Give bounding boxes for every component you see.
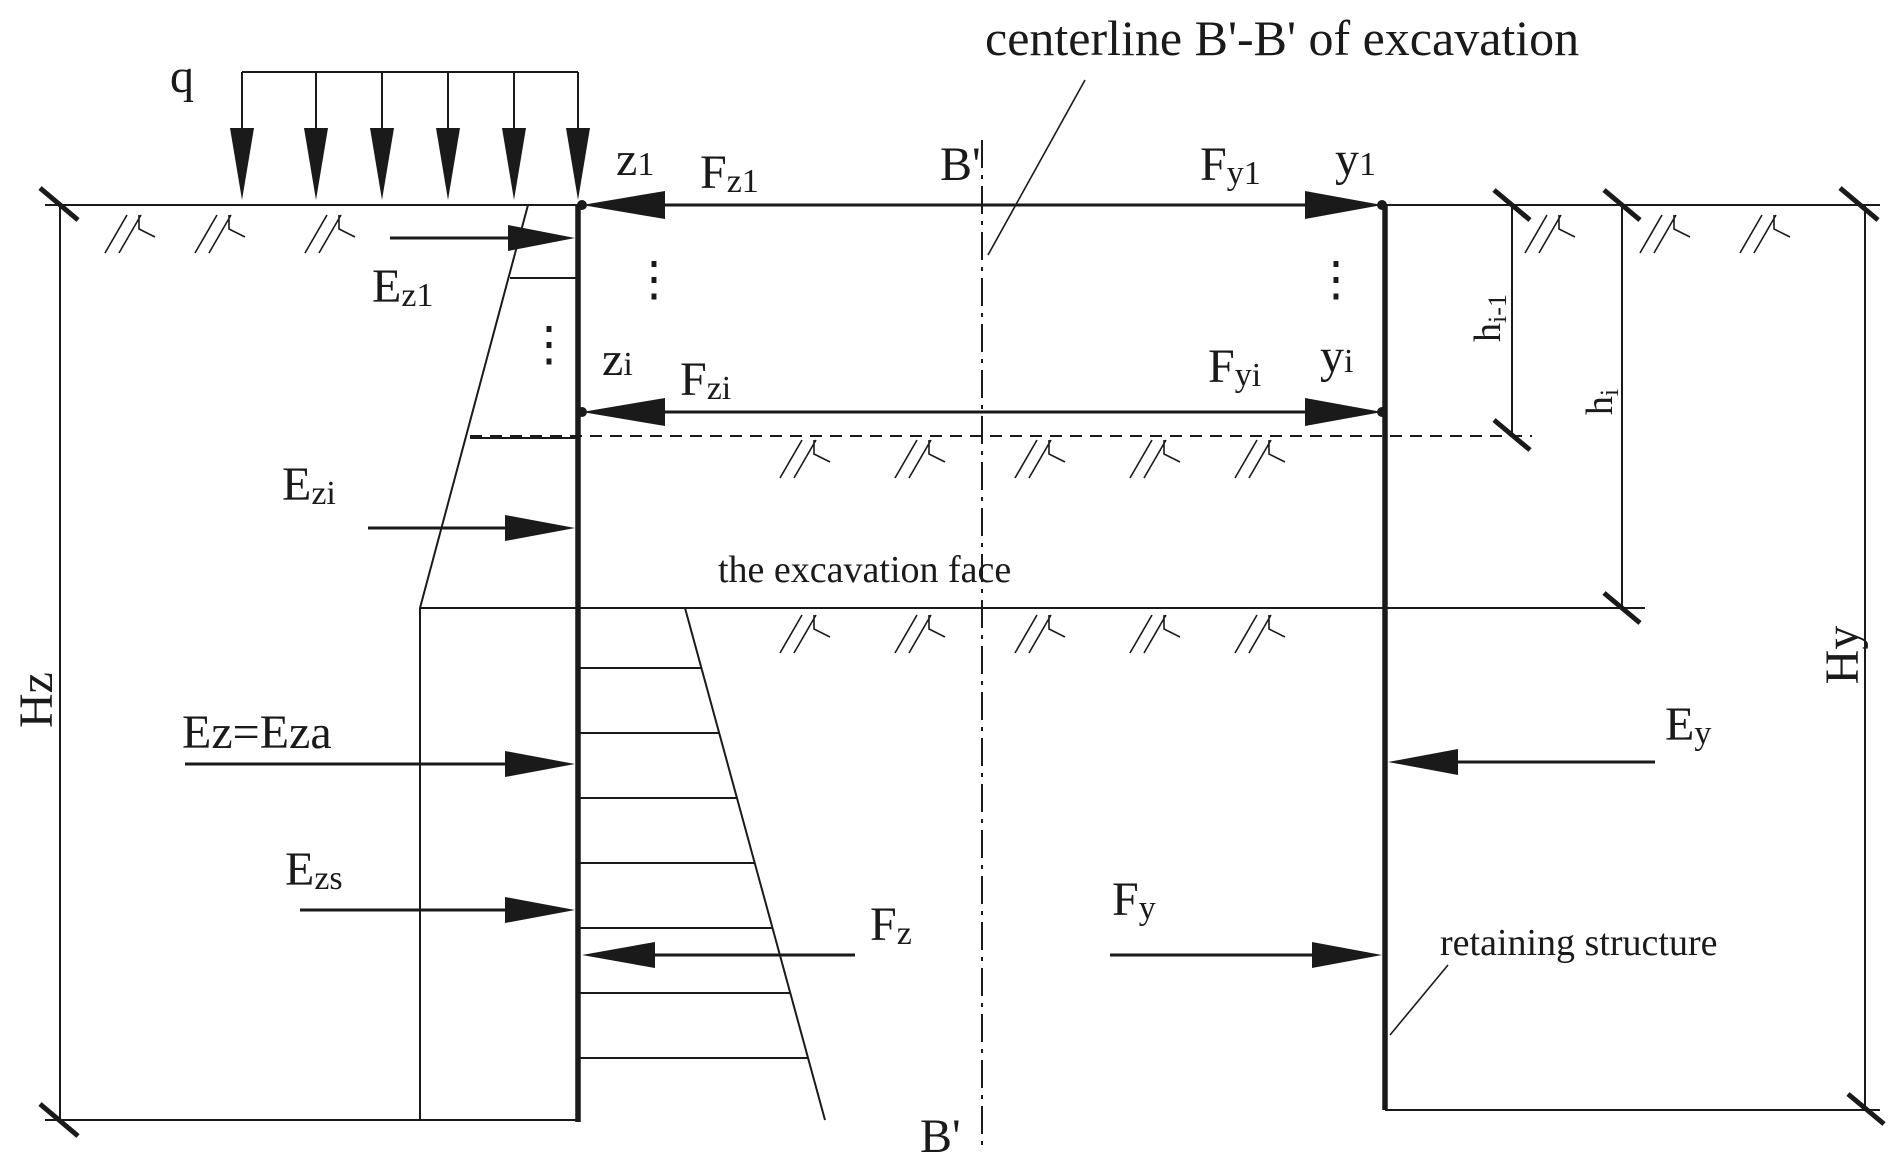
q-label: q (170, 50, 194, 103)
yi-label: yi (1320, 330, 1353, 383)
fyi-arrowhead (1305, 398, 1382, 426)
ellipsis-left: ⋮ (630, 253, 678, 306)
retaining-structure-leader (1389, 964, 1449, 1036)
centerline-bottom-label: B' (920, 1110, 961, 1160)
passive-pressure-diagram (578, 607, 826, 1121)
strut-i: zi Fzi Fyi yi (577, 330, 1387, 426)
ezs-label: Ezs (285, 843, 343, 897)
hy-dimension: Hy (1385, 205, 1886, 1126)
active-pressure-diagram (419, 204, 1645, 1120)
soil-hatches (104, 214, 1791, 654)
hi-label: hi (1579, 389, 1624, 415)
excavation-face-label: the excavation face (718, 549, 1011, 591)
reaction-arrows: Fz Fy Ey (582, 698, 1711, 968)
retaining-structure-label: retaining structure (1440, 922, 1718, 964)
ez1-label: Ez1 (372, 260, 433, 314)
centerline: B' B' centerline B'-B' of excavation (920, 10, 1579, 1160)
tick-mark (38, 1102, 80, 1138)
z1-label: z1 (616, 133, 654, 186)
tick-mark (1492, 188, 1532, 222)
tick-mark (38, 186, 80, 222)
zi-label: zi (602, 333, 633, 386)
ellipsis-pressure: ⋮ (525, 318, 573, 371)
hi-minus-1-label: hi-1 (1467, 294, 1512, 342)
ellipsis-right: ⋮ (1312, 253, 1360, 306)
ground-surface (38, 186, 1880, 222)
hz-label: Hz (10, 672, 63, 728)
ey-label: Ey (1665, 698, 1711, 752)
fzi-arrowhead (582, 398, 665, 426)
hz-dimension: Hz (10, 205, 578, 1138)
surcharge-load: q (170, 50, 590, 200)
tick-mark (1846, 1092, 1886, 1126)
fy1-arrowhead (1305, 191, 1382, 219)
hy-label: Hy (1816, 626, 1869, 685)
tick-mark (1838, 186, 1880, 222)
fyi-label: Fyi (1208, 340, 1261, 394)
fz-label: Fz (870, 898, 912, 952)
tick-mark (1602, 188, 1642, 222)
fz1-label: Fz1 (700, 146, 759, 200)
earth-pressure-arrows: Ez1 Ezi Ez=Eza Ezs (182, 225, 575, 923)
centerline-title: centerline B'-B' of excavation (985, 10, 1579, 66)
ez-eza-label: Ez=Eza (182, 706, 332, 759)
fz1-arrowhead (582, 191, 665, 219)
hi-dimensions: hi-1 hi (1467, 188, 1642, 625)
centerline-leader (987, 79, 1086, 256)
fzi-label: Fzi (680, 353, 731, 407)
y1-label: y1 (1335, 133, 1376, 186)
ezi-label: Ezi (282, 458, 336, 512)
fy-label: Fy (1112, 873, 1156, 927)
fy1-label: Fy1 (1200, 138, 1261, 192)
strut-1: z1 Fz1 Fy1 y1 ⋮ ⋮ ⋮ (525, 133, 1387, 371)
centerline-top-label: B' (940, 138, 981, 191)
